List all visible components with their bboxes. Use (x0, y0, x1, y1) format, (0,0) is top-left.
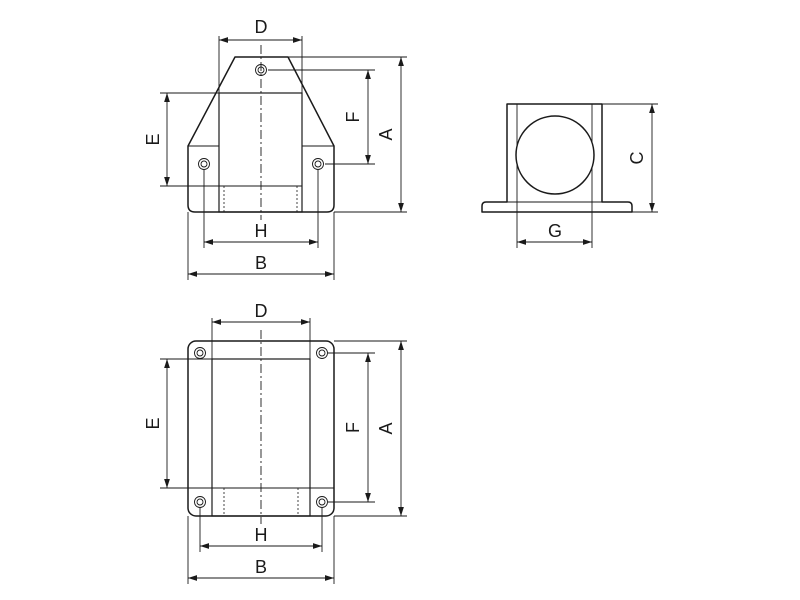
mounting-hole-icon (194, 496, 206, 508)
dimension-e: E (143, 358, 212, 489)
dimension-label-g: G (548, 221, 562, 241)
dimension-label-d: D (255, 301, 268, 321)
dimension-label-f: F (343, 422, 363, 433)
dimension-label-h: H (255, 221, 268, 241)
top-view: D E F A H (143, 301, 407, 584)
dimension-label-a: A (376, 128, 396, 140)
front-view: D E F A H (143, 17, 407, 280)
dimension-f: F (268, 69, 375, 165)
dimension-label-e: E (143, 133, 163, 145)
side-view: C G (481, 103, 658, 248)
dimension-h: H (199, 508, 323, 552)
mounting-hole-icon (312, 158, 324, 170)
mounting-hole-icon (316, 347, 328, 359)
dimension-label-e: E (143, 417, 163, 429)
dimension-label-d: D (255, 17, 268, 37)
dimension-h: H (203, 170, 319, 248)
dimension-d: D (211, 301, 311, 359)
mounting-hole-icon (198, 158, 210, 170)
dimension-label-f: F (343, 112, 363, 123)
dimension-label-h: H (255, 525, 268, 545)
dimension-g: G (516, 202, 593, 248)
dimension-label-a: A (376, 422, 396, 434)
dimension-c: C (602, 103, 658, 213)
mounting-hole-icon (316, 496, 328, 508)
dimension-e: E (143, 92, 219, 187)
dimension-d: D (218, 17, 303, 93)
mounting-hole-icon (194, 347, 206, 359)
dimension-b: B (187, 516, 335, 584)
dimension-a: A (288, 56, 407, 213)
dimension-label-b: B (255, 253, 267, 273)
dimension-label-c: C (627, 152, 647, 165)
cable-entry-circle (515, 115, 595, 195)
dimension-a: A (334, 340, 407, 517)
dimension-f: F (328, 352, 375, 503)
dimension-b: B (187, 212, 335, 280)
dimension-label-b: B (255, 557, 267, 577)
front-view-window (218, 92, 303, 213)
mounting-hole-icon (255, 64, 267, 76)
